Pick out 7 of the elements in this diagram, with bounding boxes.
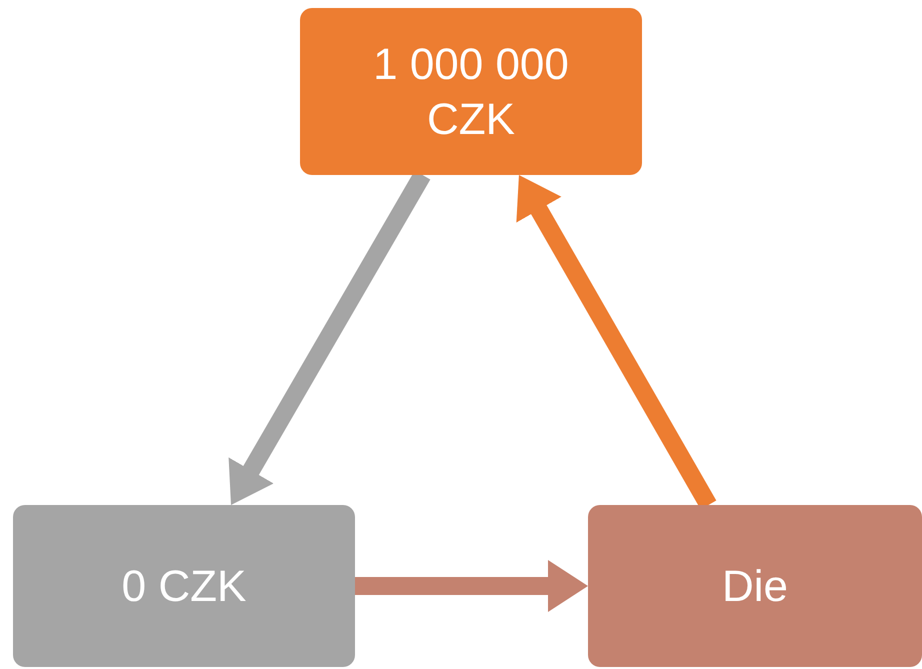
process-box <box>588 505 922 667</box>
process-box <box>13 505 355 667</box>
process-box <box>300 8 642 175</box>
box-label: Die <box>722 560 788 612</box>
box-label: 1 000 000 CZK <box>372 38 570 146</box>
block-arrow <box>355 560 588 612</box>
box-label: 0 CZK <box>122 560 246 612</box>
